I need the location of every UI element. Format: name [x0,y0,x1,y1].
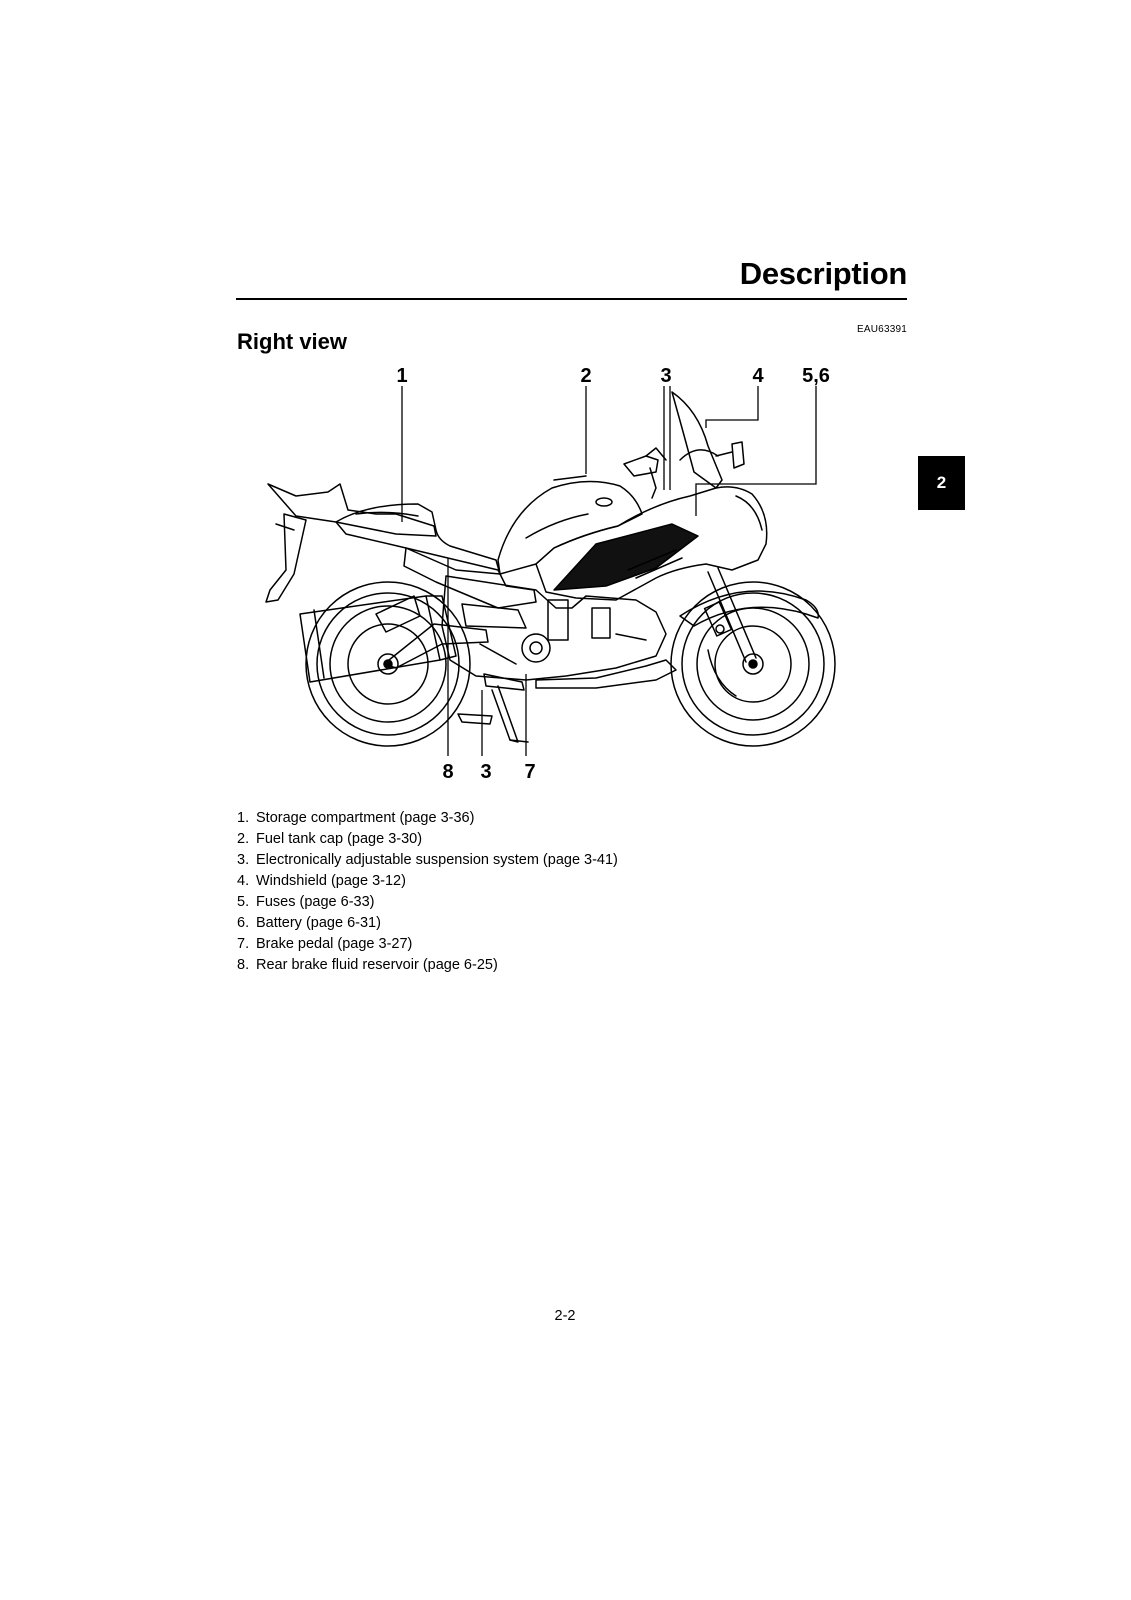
legend-item: 5.Fuses (page 6-33) [237,894,375,910]
callout-leader-lines [401,386,817,756]
motorcycle-right-view-icon [265,391,836,747]
callout-7: 7 [524,761,536,783]
callout-4: 4 [752,365,764,387]
callout-5-6: 5,6 [802,365,830,387]
legend-item: 8.Rear brake fluid reservoir (page 6-25) [237,957,498,973]
motorcycle-figure: 1 2 3 4 5,6 8 3 7 [236,364,876,804]
legend-item: 6.Battery (page 6-31) [237,915,381,931]
title-rule [236,298,907,300]
chapter-tab: 2 [918,456,965,510]
fairing [535,486,768,601]
windshield [671,391,745,489]
rear-wheel [305,581,471,747]
callout-3-top: 3 [660,365,672,387]
callout-2: 2 [580,365,592,387]
legend-item: 3.Electronically adjustable suspension s… [237,852,618,868]
legend-item: 4.Windshield (page 3-12) [237,873,406,889]
page-number: 2-2 [554,1308,576,1324]
legend-item: 1.Storage compartment (page 3-36) [237,810,475,826]
legend-list: 1.Storage compartment (page 3-36) 2.Fuel… [237,808,618,976]
callout-3-bottom: 3 [480,761,492,783]
engine [441,575,667,681]
legend-item: 2.Fuel tank cap (page 3-30) [237,831,423,847]
page-subtitle: Right view [237,329,348,354]
seat [335,503,501,575]
legend-item: 7.Brake pedal (page 3-27) [237,936,413,952]
document-code: EAU63391 [857,324,907,335]
section-title: Description [739,256,908,291]
callout-8: 8 [442,761,454,783]
callout-1: 1 [396,365,408,387]
